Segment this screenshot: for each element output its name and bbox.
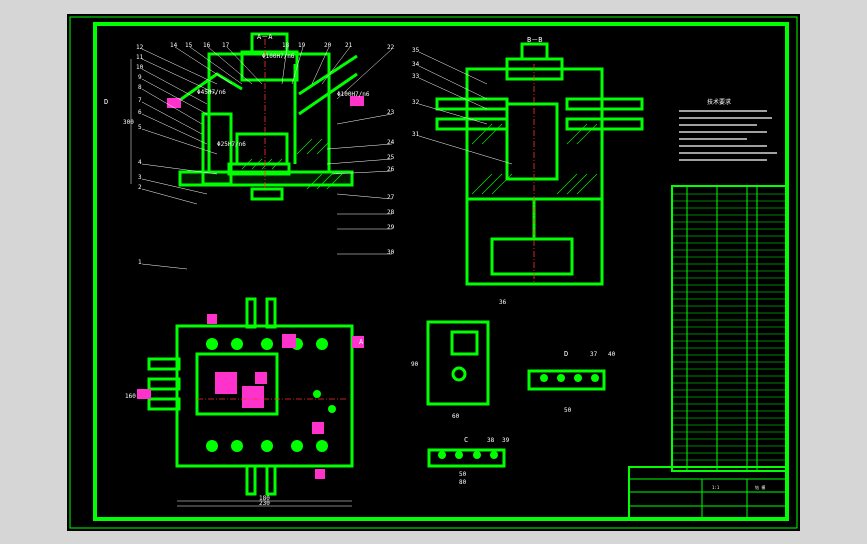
section-aa-view bbox=[176, 32, 358, 201]
dimension-text: 60 bbox=[452, 413, 460, 420]
plan-view bbox=[147, 297, 354, 496]
callout-number: 16 bbox=[203, 42, 211, 49]
callout-number: 4 bbox=[138, 159, 142, 166]
callout-number: 9 bbox=[138, 74, 142, 81]
callout-number: 23 bbox=[387, 109, 395, 116]
plan-highlights bbox=[137, 314, 364, 479]
section-bb-hatch bbox=[471, 123, 598, 195]
callout-number: 5 bbox=[138, 124, 142, 131]
outer-frame bbox=[69, 16, 798, 529]
dimension-text: 50 bbox=[564, 407, 572, 414]
callout-number: 40 bbox=[608, 351, 616, 358]
dimension-text: 50 bbox=[459, 471, 467, 478]
dimension-text: 80 bbox=[459, 479, 467, 486]
drawing-name: 钻 模 bbox=[755, 484, 765, 490]
tech-requirements: 技术要求 bbox=[679, 98, 777, 161]
callout-number: 33 bbox=[412, 73, 420, 80]
drawing-scale: 1:1 bbox=[712, 485, 720, 490]
callout-number: 26 bbox=[387, 166, 395, 173]
dimension-text: 180 bbox=[259, 495, 270, 502]
section-label-bb: B－B bbox=[527, 36, 542, 44]
callout-number: 2 bbox=[138, 184, 142, 191]
callout-number: 17 bbox=[222, 42, 230, 49]
callout-number: 7 bbox=[138, 97, 142, 104]
callout-numbers-top: 14 15 16 17 18 19 20 21 bbox=[170, 42, 353, 49]
parts-list bbox=[671, 185, 788, 472]
highlight-marker bbox=[350, 96, 364, 106]
section-aa-hatch bbox=[241, 138, 343, 190]
dimension-text: 90 bbox=[411, 361, 419, 368]
dimension-text: 230 bbox=[259, 500, 270, 507]
view-label-a: A bbox=[359, 338, 364, 346]
callout-number: 24 bbox=[387, 139, 395, 146]
highlight-marker bbox=[167, 98, 181, 108]
callout-leaders bbox=[141, 46, 393, 270]
section-label-aa: A－A bbox=[257, 33, 273, 41]
part-d-view bbox=[527, 369, 606, 391]
callout-number: 35 bbox=[412, 47, 420, 54]
callout-numbers-left: 12 11 10 9 8 7 6 5 4 3 2 1 bbox=[136, 44, 144, 266]
callout-number: 38 bbox=[487, 437, 495, 444]
callout-leaders-bb bbox=[418, 51, 513, 165]
view-label-c: C bbox=[464, 436, 468, 444]
tech-requirements-title: 技术要求 bbox=[707, 98, 731, 106]
dimension-text: 300 bbox=[123, 119, 134, 126]
part-d-holes bbox=[540, 374, 599, 382]
callout-number: 1 bbox=[138, 259, 142, 266]
part-c-holes bbox=[438, 451, 498, 459]
plan-holes bbox=[206, 338, 336, 452]
callout-number: 11 bbox=[136, 54, 144, 61]
detail-view-small bbox=[426, 320, 490, 406]
callout-number: 28 bbox=[387, 209, 395, 216]
callout-number: 21 bbox=[345, 42, 353, 49]
callout-number: 29 bbox=[387, 224, 395, 231]
cad-drawing: A－A D Φ100H7/n6 Φ100H7/n6 Φ25H7/n6 Φ45H7… bbox=[69, 16, 798, 529]
callout-number: 19 bbox=[298, 42, 306, 49]
dimension-text: 160 bbox=[125, 393, 136, 400]
view-arrow-label: D bbox=[104, 98, 108, 106]
parts-list-rows bbox=[672, 193, 787, 468]
callout-number: 8 bbox=[138, 84, 142, 91]
callout-number: 12 bbox=[136, 44, 144, 51]
title-block bbox=[628, 466, 788, 520]
callout-number: 30 bbox=[387, 249, 395, 256]
callout-number: 10 bbox=[136, 64, 144, 71]
callout-number: 31 bbox=[412, 131, 420, 138]
callout-numbers-bb: 35 34 33 32 31 bbox=[412, 47, 420, 138]
callout-number: 14 bbox=[170, 42, 178, 49]
callout-number: 39 bbox=[502, 437, 510, 444]
callout-numbers-right: 22 23 24 25 26 27 28 29 30 bbox=[387, 44, 395, 256]
view-label-d: D bbox=[564, 350, 568, 358]
callout-number: 25 bbox=[387, 154, 395, 161]
callout-number: 27 bbox=[387, 194, 395, 201]
tolerance-label: Φ45H7/n6 bbox=[197, 89, 226, 96]
section-bb-view bbox=[435, 42, 644, 286]
callout-number: 34 bbox=[412, 61, 420, 68]
callout-number: 37 bbox=[590, 351, 598, 358]
callout-number: 22 bbox=[387, 44, 395, 51]
callout-number: 6 bbox=[138, 109, 142, 116]
callout-number: 32 bbox=[412, 99, 420, 106]
tolerance-label: Φ100H7/n6 bbox=[337, 91, 370, 98]
callout-number: 3 bbox=[138, 174, 142, 181]
drawing-sheet: A－A D Φ100H7/n6 Φ100H7/n6 Φ25H7/n6 Φ45H7… bbox=[67, 14, 800, 531]
callout-number: 36 bbox=[499, 299, 507, 306]
callout-number: 20 bbox=[324, 42, 332, 49]
part-c-view bbox=[427, 448, 506, 468]
callout-number: 18 bbox=[282, 42, 290, 49]
callout-number: 15 bbox=[185, 42, 193, 49]
tolerance-label: Φ100H7/n6 bbox=[262, 53, 295, 60]
tolerance-label: Φ25H7/n6 bbox=[217, 141, 246, 148]
